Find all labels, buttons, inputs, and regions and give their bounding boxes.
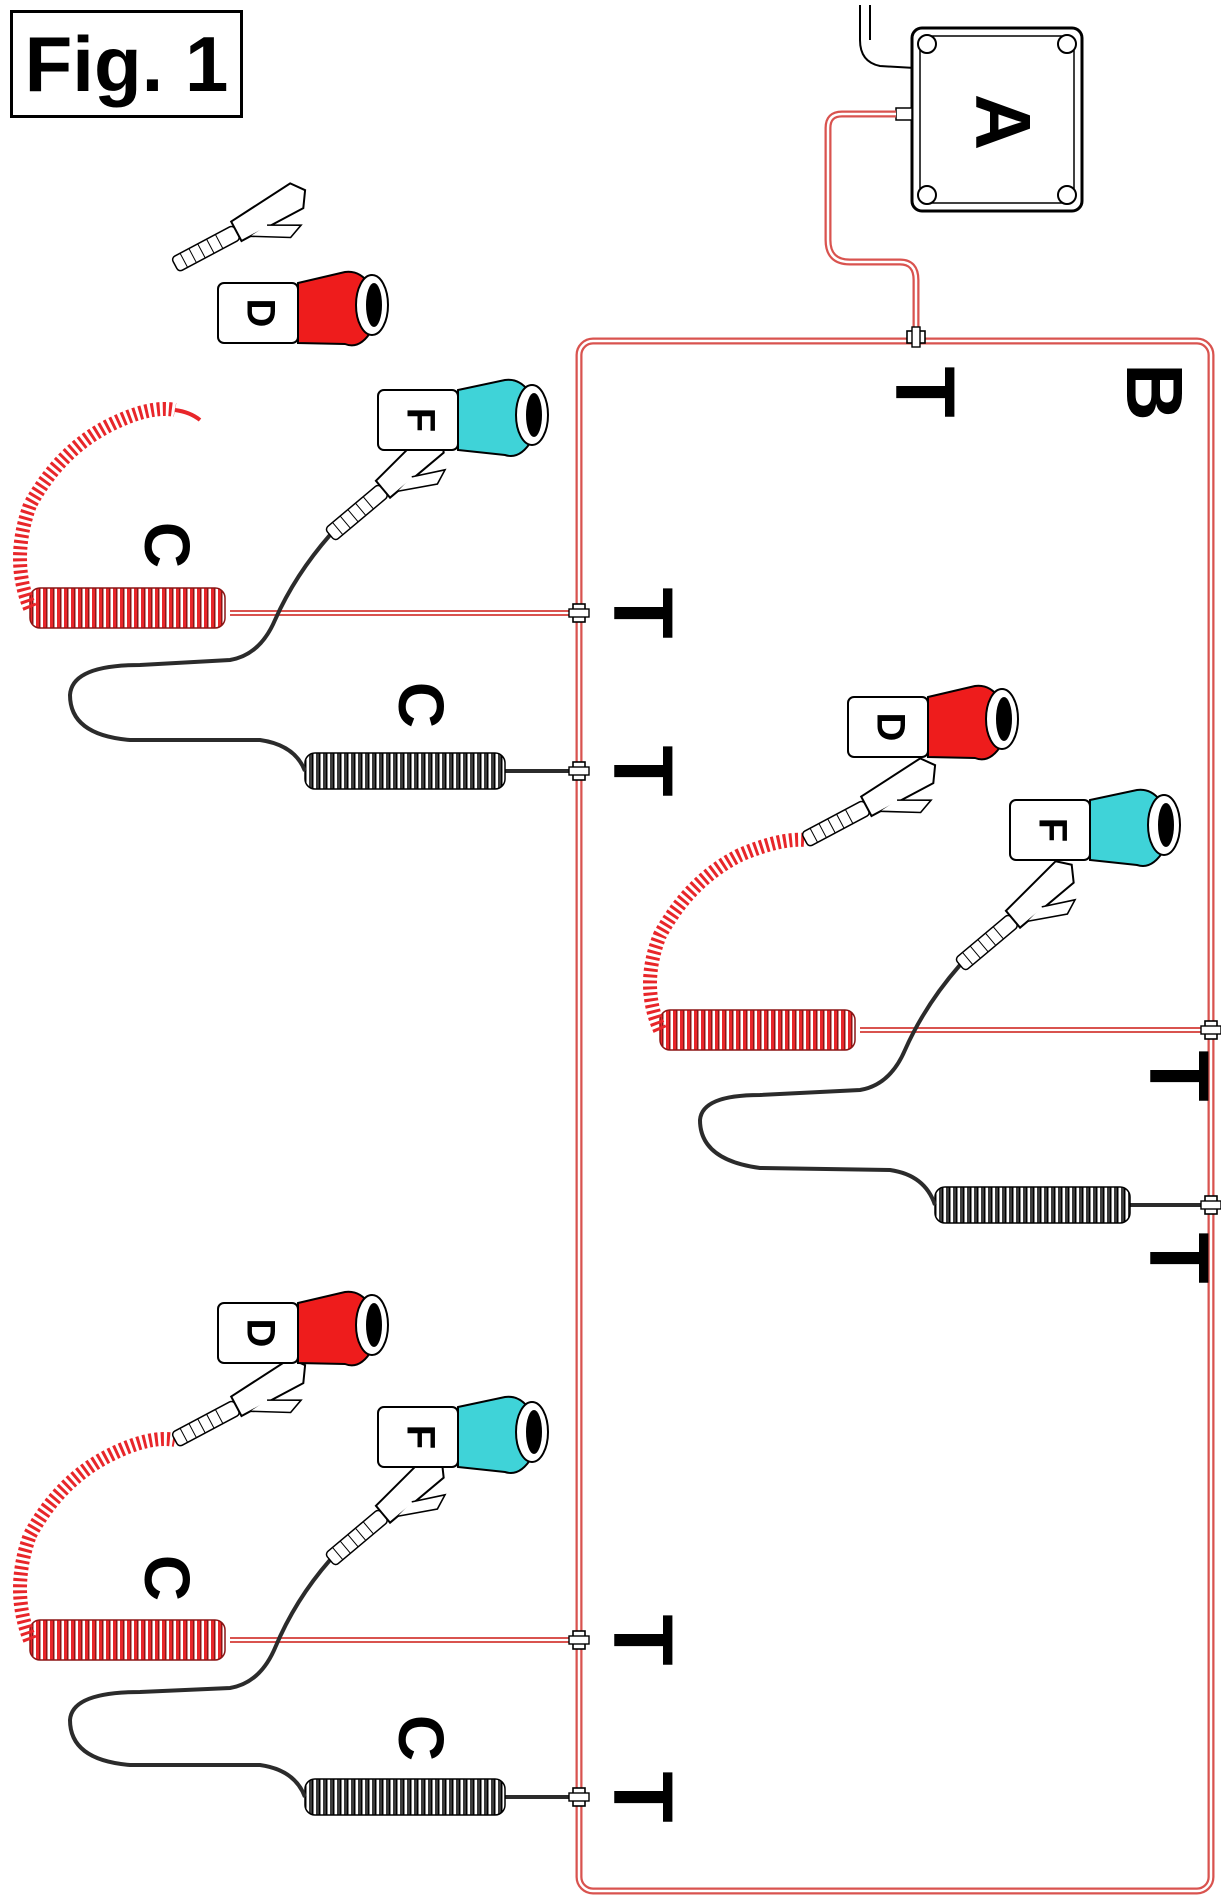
station-lower-left: T C T C D F — [13, 1290, 690, 1823]
svg-text:F: F — [398, 408, 442, 432]
gun-cyan-3 — [325, 1455, 447, 1566]
gun-red-1 — [171, 182, 307, 272]
red-coil-hose-2 — [659, 1009, 856, 1051]
svg-text:F: F — [1030, 818, 1074, 842]
tee-label-red-1: T — [596, 587, 690, 638]
station-right: T T D F — [643, 684, 1221, 1284]
supply-line — [824, 110, 920, 336]
figure-title-box: Fig. 1 — [10, 10, 243, 118]
hose-label-red-3: C — [131, 1555, 203, 1601]
black-coil-hose-2 — [934, 1186, 1131, 1224]
tee-red-1 — [568, 603, 590, 623]
tee-black-2 — [1200, 1195, 1221, 1215]
black-coil-hose-1 — [304, 752, 506, 790]
red-coil-hose-1 — [29, 587, 226, 629]
control-box-a: A — [859, 5, 1084, 213]
figure-title: Fig. 1 — [24, 20, 229, 108]
hose-label-black-1: C — [385, 682, 457, 728]
label-b: B — [1110, 363, 1199, 421]
svg-text:F: F — [398, 1425, 442, 1449]
tee-label-black-3: T — [596, 1771, 690, 1822]
main-tee-label: T — [878, 366, 972, 417]
tee-black-3 — [568, 1787, 590, 1807]
tee-red-2 — [1200, 1020, 1221, 1040]
hose-label-black-3: C — [385, 1715, 457, 1761]
tee-label-black-1: T — [596, 745, 690, 796]
gun-cyan-2 — [955, 860, 1077, 971]
tee-label-red-3: T — [596, 1614, 690, 1665]
tee-red-3 — [568, 1630, 590, 1650]
gun-red-3 — [171, 1357, 307, 1447]
station-upper-left: T C T C D F — [13, 182, 690, 797]
label-a: A — [959, 94, 1047, 150]
black-coil-hose-3 — [304, 1778, 506, 1816]
power-cable — [859, 5, 916, 69]
svg-text:D: D — [238, 1319, 282, 1348]
tee-label-black-2: T — [1132, 1232, 1221, 1283]
tee-black-1 — [568, 761, 590, 781]
hose-label-red-1: C — [131, 522, 203, 568]
svg-text:D: D — [238, 299, 282, 328]
gun-red-2 — [801, 757, 937, 847]
tee-label-red-2: T — [1132, 1050, 1221, 1101]
red-coil-hose-3 — [29, 1619, 226, 1661]
svg-text:D: D — [868, 713, 912, 742]
